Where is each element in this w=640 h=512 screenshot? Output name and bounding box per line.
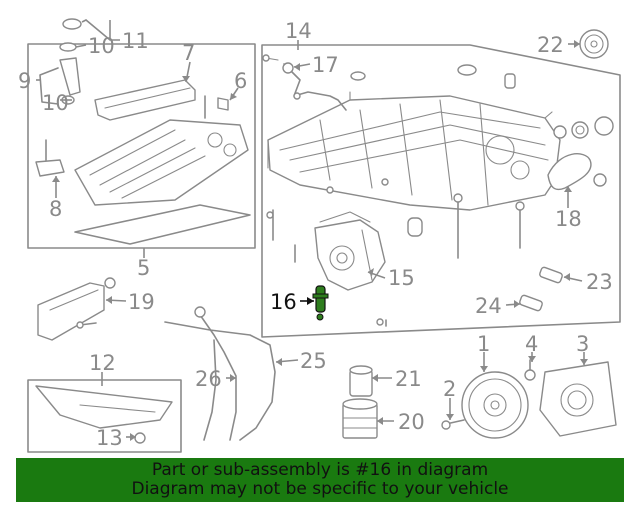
- callout-15[interactable]: 15: [388, 266, 415, 290]
- callout-21[interactable]: 21: [395, 367, 422, 391]
- cover-19-drawing: [37, 277, 116, 341]
- seal-ring-drawing: [594, 116, 614, 136]
- callout-labels: 1 2 3 4 5 6 7 8 9 10 10 11 12 13 14 15 1…: [18, 19, 613, 450]
- cam-cover-drawing: [74, 79, 249, 206]
- callout-4[interactable]: 4: [525, 332, 538, 356]
- callout-12[interactable]: 12: [89, 351, 116, 375]
- callout-10-bottom[interactable]: 10: [42, 91, 69, 115]
- parts-diagram: 1 2 3 4 5 6 7 8 9 10 10 11 12 13 14 15 1…: [18, 18, 621, 453]
- sprocket-22-drawing: [579, 29, 609, 59]
- callout-2[interactable]: 2: [443, 377, 456, 401]
- engine-block-drawing: [267, 91, 561, 211]
- notice-banner: Part or sub-assembly is #16 in diagram D…: [16, 458, 624, 502]
- oil-fill-tube-drawing: [39, 18, 82, 105]
- rear-cover-3-drawing: [539, 361, 617, 437]
- callout-6[interactable]: 6: [234, 69, 247, 93]
- bolt-4-drawing: [524, 359, 536, 381]
- callout-9[interactable]: 9: [18, 69, 31, 93]
- oil-pump-drawing: [314, 211, 423, 291]
- notice-line-2: Diagram may not be specific to your vehi…: [131, 479, 509, 499]
- callout-1[interactable]: 1: [477, 332, 490, 356]
- oil-pan-drawing: [35, 385, 173, 444]
- oil-pan-group-frame: [27, 379, 182, 453]
- dipstick-tube-drawing: [164, 306, 276, 441]
- sensor-23-drawing: [539, 266, 563, 284]
- notice-line-1: Part or sub-assembly is #16 in diagram: [151, 460, 489, 480]
- callout-11[interactable]: 11: [122, 29, 149, 53]
- harmonic-balancer-1-drawing: [461, 371, 529, 439]
- engine-block-group-frame: [261, 44, 621, 338]
- part-16-highlighted-drawing: [312, 285, 329, 321]
- callout-16-highlighted[interactable]: 16: [270, 290, 297, 314]
- cam-cover-group-frame: [27, 43, 256, 249]
- callout-19[interactable]: 19: [128, 290, 155, 314]
- bracket-8-drawing: [35, 139, 65, 177]
- bolt-6-drawing: [204, 95, 229, 119]
- callout-3[interactable]: 3: [576, 332, 589, 356]
- callout-24[interactable]: 24: [475, 294, 502, 318]
- callout-25[interactable]: 25: [300, 349, 327, 373]
- filter-adapter-21-drawing: [349, 365, 373, 397]
- callout-26[interactable]: 26: [195, 367, 222, 391]
- callout-20[interactable]: 20: [398, 410, 425, 434]
- oil-filter-20-drawing: [342, 398, 378, 439]
- bolt-2-drawing: [441, 419, 465, 430]
- callout-13[interactable]: 13: [96, 426, 123, 450]
- callout-8[interactable]: 8: [49, 197, 62, 221]
- sensor-24-drawing: [519, 294, 543, 312]
- oil-feed-pipe-drawing: [262, 54, 347, 111]
- callout-7[interactable]: 7: [182, 41, 195, 65]
- callout-22[interactable]: 22: [537, 33, 564, 57]
- callout-18[interactable]: 18: [555, 207, 582, 231]
- callout-17[interactable]: 17: [312, 53, 339, 77]
- callout-10-top[interactable]: 10: [88, 34, 115, 58]
- chain-guide-18-drawing: [547, 153, 592, 191]
- callout-14[interactable]: 14: [285, 19, 312, 43]
- callout-5[interactable]: 5: [137, 256, 150, 280]
- cover-gasket-drawing: [74, 204, 251, 245]
- callout-23[interactable]: 23: [586, 270, 613, 294]
- leader-arrowheads: [52, 40, 588, 441]
